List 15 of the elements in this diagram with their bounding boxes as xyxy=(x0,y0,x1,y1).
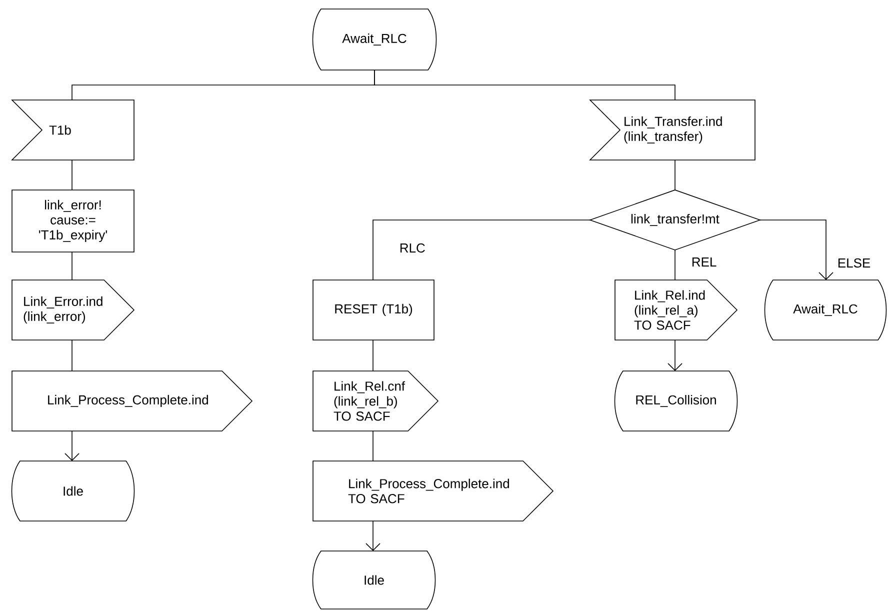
task-box: RESET (T1b) xyxy=(312,280,434,340)
edge-label: RLC xyxy=(400,243,425,253)
arrow xyxy=(760,220,834,280)
edge-label: REL xyxy=(692,258,716,266)
edge-label: ELSE xyxy=(838,258,870,268)
flow-line xyxy=(372,430,374,462)
task-box: link_error! cause:= 'T1b_expiry' xyxy=(12,190,134,252)
arrow xyxy=(64,430,80,461)
arrow xyxy=(366,520,380,551)
flow-line xyxy=(372,220,590,280)
flow-line xyxy=(374,70,676,100)
flow-line xyxy=(674,250,676,280)
arrow xyxy=(668,340,682,371)
flow-line xyxy=(674,160,676,190)
flow-line xyxy=(372,340,374,372)
